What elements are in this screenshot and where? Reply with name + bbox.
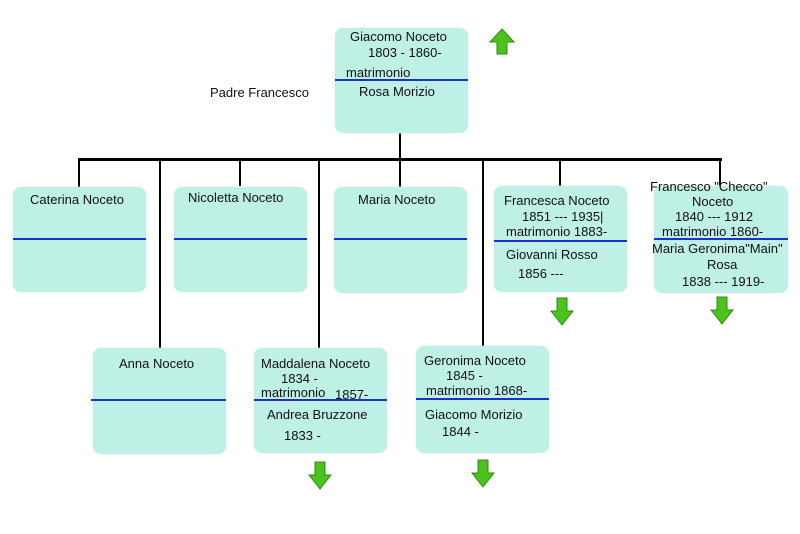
root-stem-line: [399, 132, 401, 160]
francesco-dates: 1840 --- 1912: [675, 209, 754, 224]
stem-francesca: [559, 158, 561, 186]
stem-caterina: [78, 158, 80, 188]
geronima-name: Geronima Noceto: [424, 353, 526, 368]
maddalena-marriage: matrimonio: [261, 385, 326, 400]
arrow-down-icon[interactable]: [308, 461, 332, 491]
arrow-up-icon[interactable]: [489, 28, 515, 56]
francesca-name: Francesca Noceto: [504, 193, 610, 208]
root-marriage: matrimonio: [346, 65, 411, 80]
francesco-spouse-line1: Maria Geronima"Main": [652, 241, 783, 256]
maddalena-spouse-dates: 1833 -: [284, 428, 321, 443]
root-spouse: Rosa Morizio: [359, 84, 435, 99]
anna-separator: [91, 399, 226, 401]
geronima-separator: [416, 398, 549, 400]
root-name: Giacomo Noceto: [350, 29, 447, 44]
geronima-dates: 1845 -: [446, 368, 483, 383]
caterina-name: Caterina Noceto: [30, 192, 124, 207]
maddalena-dates: 1834 -: [281, 371, 318, 386]
francesco-name-line1: Francesco "Checco": [650, 179, 768, 194]
geronima-spouse-dates: 1844 -: [442, 424, 479, 439]
person-box-anna: [93, 348, 226, 454]
arrow-down-icon[interactable]: [710, 296, 734, 326]
stem-francesco: [719, 158, 721, 186]
caterina-separator: [13, 238, 146, 240]
francesco-name-line2: Noceto: [692, 194, 734, 209]
maddalena-marriage-year: 1857-: [335, 387, 369, 402]
maria-separator: [334, 238, 467, 240]
person-box-maria: [334, 187, 467, 293]
nicoletta-name: Nicoletta Noceto: [188, 190, 284, 205]
francesca-spouse: Giovanni Rosso: [506, 247, 598, 262]
geronima-marriage: matrimonio 1868-: [426, 383, 528, 398]
nicoletta-separator: [174, 238, 307, 240]
francesca-spouse-dates: 1856 ---: [518, 266, 564, 281]
maddalena-spouse: Andrea Bruzzone: [267, 407, 368, 422]
stem-maria: [399, 158, 401, 188]
francesco-separator: [654, 238, 788, 240]
maria-name: Maria Noceto: [358, 192, 436, 207]
father-note: Padre Francesco: [210, 85, 309, 100]
francesca-dates: 1851 --- 1935|: [522, 209, 604, 224]
geronima-spouse: Giacomo Morizio: [425, 407, 523, 422]
francesco-spouse-dates: 1838 --- 1919-: [682, 274, 765, 289]
francesco-spouse-line2: Rosa: [707, 257, 738, 272]
stem-anna: [159, 158, 161, 348]
arrow-down-icon[interactable]: [550, 297, 574, 327]
maddalena-name: Maddalena Noceto: [261, 356, 371, 371]
anna-name: Anna Noceto: [119, 356, 195, 371]
maddalena-separator: [254, 399, 387, 401]
stem-maddalena: [318, 158, 320, 348]
francesca-separator: [494, 240, 627, 242]
person-box-francesca: [494, 186, 627, 292]
root-separator: [335, 79, 468, 81]
stem-nicoletta: [239, 158, 241, 186]
arrow-down-icon[interactable]: [471, 459, 495, 489]
francesco-marriage: matrimonio 1860-: [662, 224, 764, 239]
root-dates: 1803 - 1860-: [368, 45, 442, 60]
stem-geronima: [482, 158, 484, 348]
francesca-marriage: matrimonio 1883-: [506, 224, 608, 239]
